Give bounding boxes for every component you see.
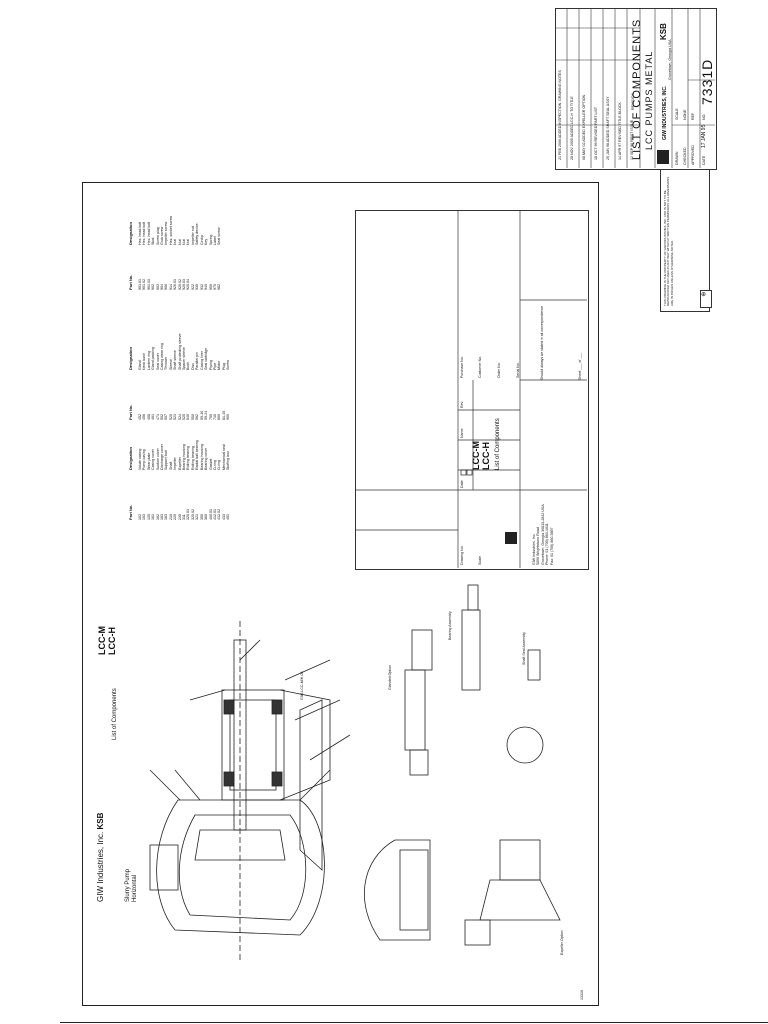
titleblock-title-line2: LCC PUMPS METAL: [644, 50, 654, 150]
bearing-bottom-left: [223, 771, 235, 787]
glanded-option-tip: [409, 749, 429, 776]
bearing-top-left: [223, 699, 235, 715]
titleblock-date-label: DATE: [702, 155, 706, 165]
titleblock-location: Grovetown, Georgia USA: [668, 39, 672, 80]
titleblock-dwg-number: 7331D: [699, 58, 715, 105]
rev-row-5: 25 JUN 98 ADDED SHAFT SEAL ASSY: [606, 96, 610, 160]
discharge-nozzle: [149, 844, 179, 891]
titleblock-date-value: 17 JAN 95: [701, 124, 707, 148]
rev-row-2: 28 NOV 2005 ADDED LCC-H TO TITLE: [570, 96, 574, 160]
rev-row-1: 21 FEB 2006 ADDED INSPECTION, DRAWING NO…: [558, 70, 562, 160]
titleblock-dwg-label: NO.: [702, 113, 706, 120]
form-giw-logo: [505, 532, 517, 544]
order-form-box: [355, 210, 589, 570]
bearing-housing: [221, 689, 285, 801]
titleblock-scale-label: SCALE: [675, 108, 679, 120]
bearing-bottom-right: [271, 771, 283, 787]
titleblock-main-box: [555, 8, 717, 170]
titleblock-giw-logo: [657, 150, 669, 164]
titleblock-company: GIW INDUSTRIES, INC.: [662, 85, 668, 140]
checkbox-lcc-m: [460, 469, 467, 476]
motor-flange: [299, 699, 323, 871]
volute-inner: [178, 814, 307, 921]
expeller-detail-circle: [506, 726, 544, 764]
page-bottom-line: [60, 1022, 768, 1023]
glanded-option-stem: [411, 629, 433, 671]
drawing-sheet-border: [82, 182, 599, 1006]
titleblock-drawn-label: DRAWN: [675, 151, 679, 165]
bearing-assembly-stem: [467, 584, 479, 611]
titleblock-brand: KSB: [659, 23, 668, 40]
checkbox-lcc-h: [466, 469, 473, 476]
bearing-top-right: [271, 699, 283, 715]
projection-symbol-icon: ⊕: [701, 292, 707, 298]
titleblock-checked-label: CHECKED: [683, 147, 687, 165]
projection-symbol-box: [700, 290, 712, 308]
titleblock-notice-box: [660, 168, 710, 312]
shaft-seal-body: [527, 649, 541, 681]
titleblock-ref-label: REF: [691, 112, 695, 120]
bearing-housing-inner: [229, 699, 277, 791]
expeller-option-outline: [479, 879, 561, 921]
rev-row-4: 18 OCT 99 REVISED PART LIST: [594, 106, 598, 160]
impeller: [194, 829, 286, 861]
rev-row-3: 08 MAY 02 ADDED EXPELLER OPTION: [582, 94, 586, 160]
titleblock-approved-label: APPROVED: [691, 145, 695, 165]
expeller-option-base: [464, 919, 491, 946]
titleblock-title-line1: LIST OF COMPONENTS: [631, 18, 643, 160]
volute-section-lower: [363, 839, 431, 941]
rev-row-6: 14 APR 97 REVISED TITLE BLOCK: [618, 102, 622, 160]
bearing-housing-flange: [279, 689, 331, 801]
casing-cover-section: [399, 849, 429, 931]
titleblock-scale-value: NONE: [683, 109, 687, 120]
